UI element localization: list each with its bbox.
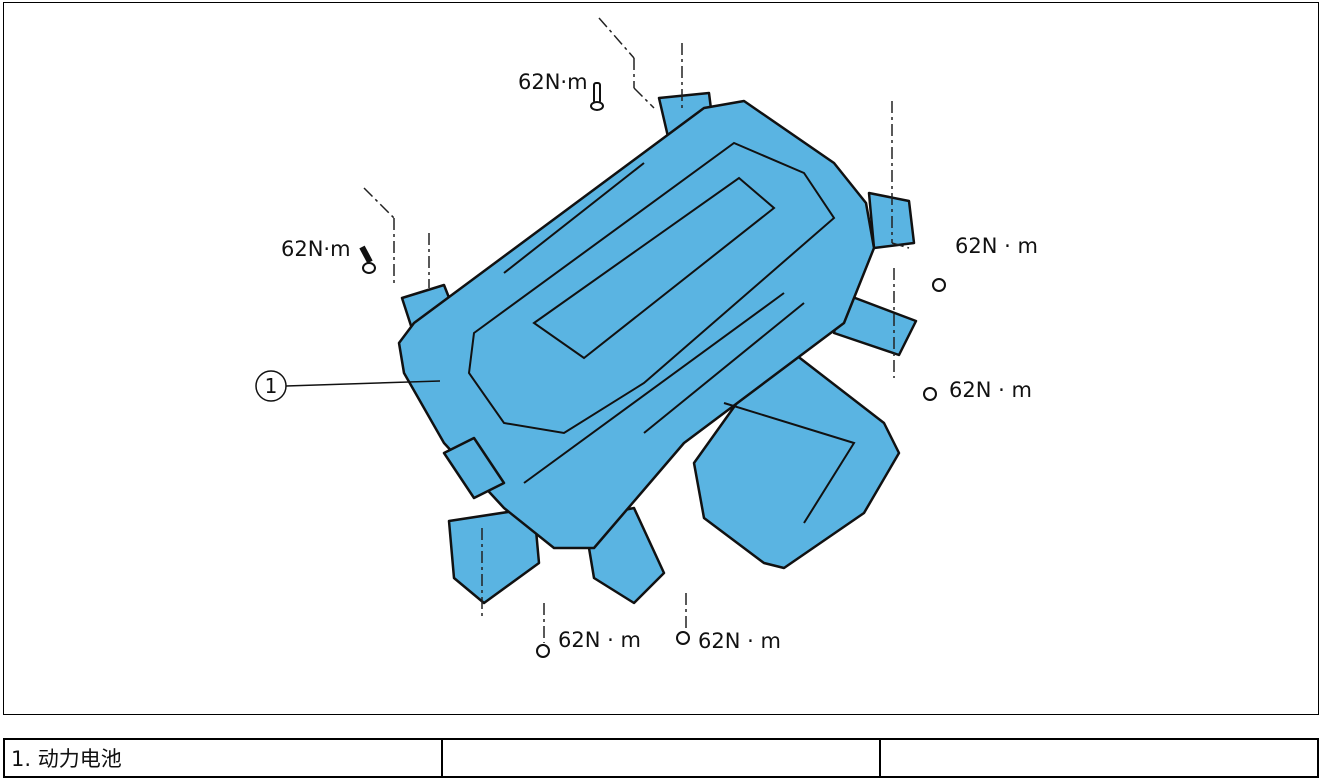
torque-label: 62N · m: [558, 628, 641, 652]
battery-diagram: 62N·m 62N·m 62N · m 62N · m 62N · m 62N …: [255, 17, 1038, 658]
torque-label: 62N · m: [955, 234, 1038, 258]
bolt-icon: [359, 245, 376, 274]
legend-cell: [879, 738, 1319, 778]
bolt-icon: [590, 82, 604, 111]
power-battery-pack: [397, 91, 918, 605]
torque-label: 62N·m: [281, 237, 351, 261]
torque-label: 62N · m: [949, 378, 1032, 402]
legend-cell: 1. 动力电池: [3, 738, 443, 778]
legend-row: 1. 动力电池: [3, 738, 1319, 778]
diagram-frame: 62N·m 62N·m 62N · m 62N · m 62N · m 62N …: [3, 2, 1319, 715]
torque-label: 62N · m: [698, 629, 781, 653]
callout-number: 1: [265, 374, 278, 398]
legend-cell: [441, 738, 881, 778]
bolt-icon: [932, 278, 946, 292]
legend-table: 1. 动力电池: [3, 738, 1319, 778]
callout-leader-line: [285, 380, 441, 387]
battery-panel-lines: [467, 141, 856, 524]
torque-label: 62N·m: [518, 70, 588, 94]
callout-1: 1: [255, 370, 441, 402]
bolt-icon: [536, 644, 550, 658]
bolt-icon: [676, 631, 690, 645]
alignment-dash-lines: [363, 17, 910, 643]
bolt-icon: [923, 387, 937, 401]
